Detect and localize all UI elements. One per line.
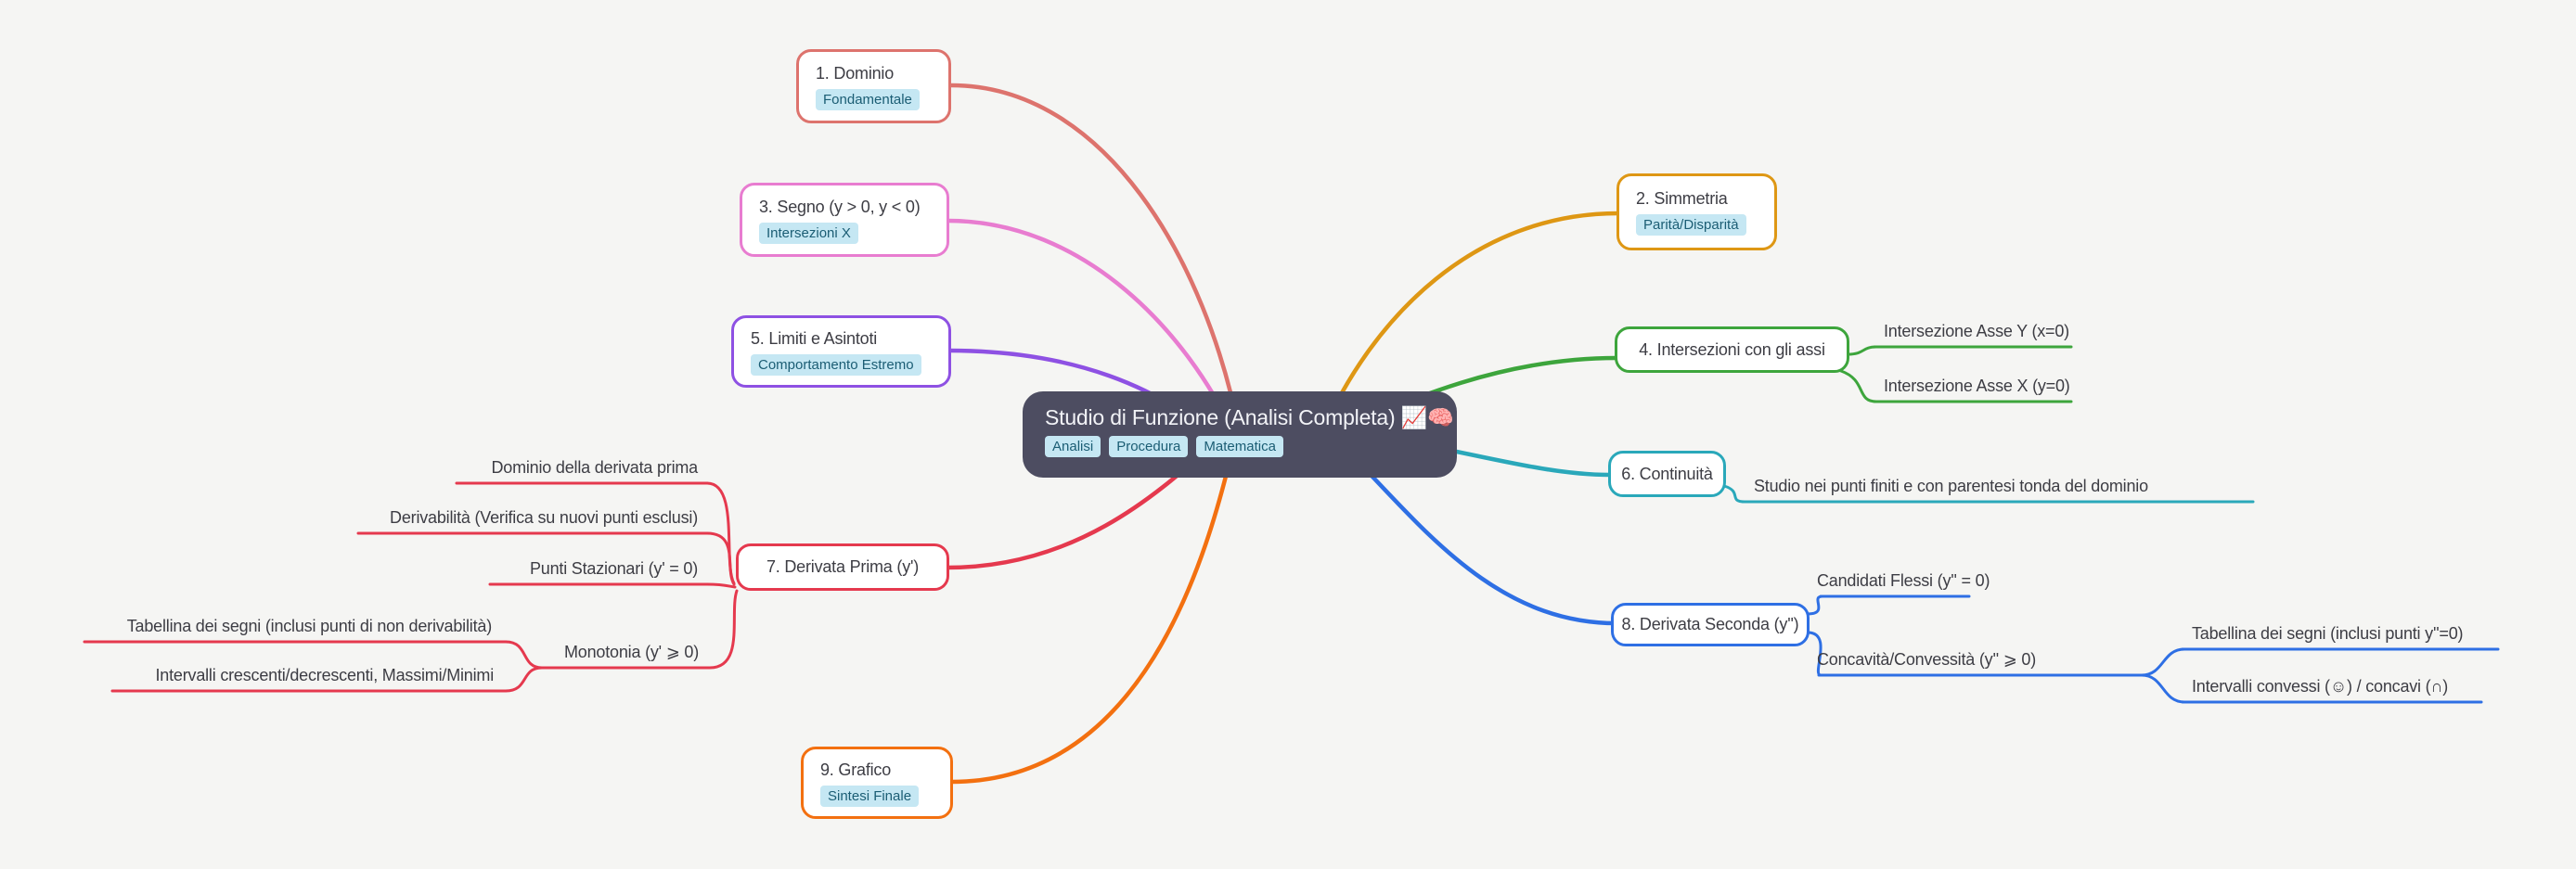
link-candidati-flessi bbox=[1806, 594, 1824, 616]
root-tag-procedura: Procedura bbox=[1109, 436, 1189, 457]
link-monotonia bbox=[539, 589, 739, 670]
link-simmetria bbox=[1319, 211, 1621, 437]
link-intervalli-convessi bbox=[2140, 673, 2186, 704]
link-dominio bbox=[948, 83, 1243, 437]
leaf-intervalli-crescenti[interactable]: Intervalli crescenti/decrescenti, Massim… bbox=[155, 666, 495, 684]
leaf-monotonia[interactable]: Monotonia (y' ⩾ 0) bbox=[564, 643, 699, 661]
node-segno[interactable]: 3. Segno (y > 0, y < 0) Intersezioni X bbox=[740, 183, 949, 257]
node-dominio-label: 1. Dominio bbox=[816, 63, 895, 83]
root-tag-matematica: Matematica bbox=[1196, 436, 1283, 457]
root-tags: Analisi Procedura Matematica bbox=[1045, 436, 1435, 457]
leaf-dominio-derivata[interactable]: Dominio della derivata prima bbox=[491, 458, 698, 477]
node-limiti[interactable]: 5. Limiti e Asintoti Comportamento Estre… bbox=[731, 315, 951, 388]
node-continuita[interactable]: 6. Continuità bbox=[1608, 451, 1726, 497]
leaf-punti-stazionari[interactable]: Punti Stazionari (y' = 0) bbox=[529, 559, 698, 578]
node-segno-tag: Intersezioni X bbox=[759, 222, 858, 244]
link-asse-x bbox=[1839, 369, 1878, 403]
leaf-derivabilita[interactable]: Derivabilità (Verifica su nuovi punti es… bbox=[390, 508, 698, 527]
link-grafico bbox=[948, 431, 1239, 785]
node-dominio-tag: Fondamentale bbox=[816, 88, 920, 110]
root-tag-analisi: Analisi bbox=[1045, 436, 1101, 457]
link-tabellina-derivata2 bbox=[2140, 647, 2186, 677]
node-grafico[interactable]: 9. Grafico Sintesi Finale bbox=[801, 747, 953, 819]
node-grafico-label: 9. Grafico bbox=[820, 760, 892, 779]
node-limiti-tag: Comportamento Estremo bbox=[751, 353, 921, 376]
link-derivabilita bbox=[705, 531, 736, 586]
root-node[interactable]: Studio di Funzione (Analisi Completa) 📈🧠… bbox=[1023, 391, 1457, 478]
node-derivata-prima[interactable]: 7. Derivata Prima (y') bbox=[736, 543, 949, 591]
node-derivata-seconda-label: 8. Derivata Seconda (y'') bbox=[1621, 615, 1799, 633]
node-simmetria-label: 2. Simmetria bbox=[1636, 189, 1728, 208]
node-limiti-label: 5. Limiti e Asintoti bbox=[751, 328, 878, 348]
node-simmetria[interactable]: 2. Simmetria Parità/Disparità bbox=[1616, 173, 1777, 250]
node-grafico-tag: Sintesi Finale bbox=[820, 785, 920, 807]
node-intersezioni[interactable]: 4. Intersezioni con gli assi bbox=[1615, 326, 1849, 373]
leaf-concavita[interactable]: Concavità/Convessità (y'' ⩾ 0) bbox=[1817, 650, 2037, 669]
leaf-asse-x[interactable]: Intersezione Asse X (y=0) bbox=[1884, 377, 2070, 395]
root-title: Studio di Funzione (Analisi Completa) 📈🧠 bbox=[1045, 405, 1454, 429]
link-tabellina-derivata1 bbox=[504, 640, 544, 670]
node-dominio[interactable]: 1. Dominio Fondamentale bbox=[796, 49, 951, 123]
node-simmetria-tag: Parità/Disparità bbox=[1636, 214, 1746, 236]
node-continuita-label: 6. Continuità bbox=[1621, 464, 1713, 483]
leaf-studio-punti[interactable]: Studio nei punti finiti e con parentesi … bbox=[1754, 477, 2148, 495]
link-punti-stazionari bbox=[705, 582, 737, 589]
link-intervalli-crescenti bbox=[504, 666, 544, 693]
link-asse-y bbox=[1846, 345, 1878, 356]
leaf-intervalli-convessi[interactable]: Intervalli convessi (☺) / concavi (∩) bbox=[2192, 677, 2448, 696]
node-derivata-prima-label: 7. Derivata Prima (y') bbox=[766, 557, 920, 576]
leaf-candidati-flessi[interactable]: Candidati Flessi (y'' = 0) bbox=[1817, 571, 1990, 590]
node-segno-label: 3. Segno (y > 0, y < 0) bbox=[759, 197, 921, 216]
leaf-tabellina-derivata1[interactable]: Tabellina dei segni (inclusi punti di no… bbox=[126, 617, 492, 635]
node-intersezioni-label: 4. Intersezioni con gli assi bbox=[1639, 339, 1825, 359]
leaf-tabellina-derivata2[interactable]: Tabellina dei segni (inclusi punti y''=0… bbox=[2192, 624, 2464, 643]
node-derivata-seconda[interactable]: 8. Derivata Seconda (y'') bbox=[1611, 603, 1810, 646]
link-studio-punti bbox=[1722, 484, 1746, 504]
leaf-asse-y[interactable]: Intersezione Asse Y (x=0) bbox=[1884, 322, 2069, 340]
